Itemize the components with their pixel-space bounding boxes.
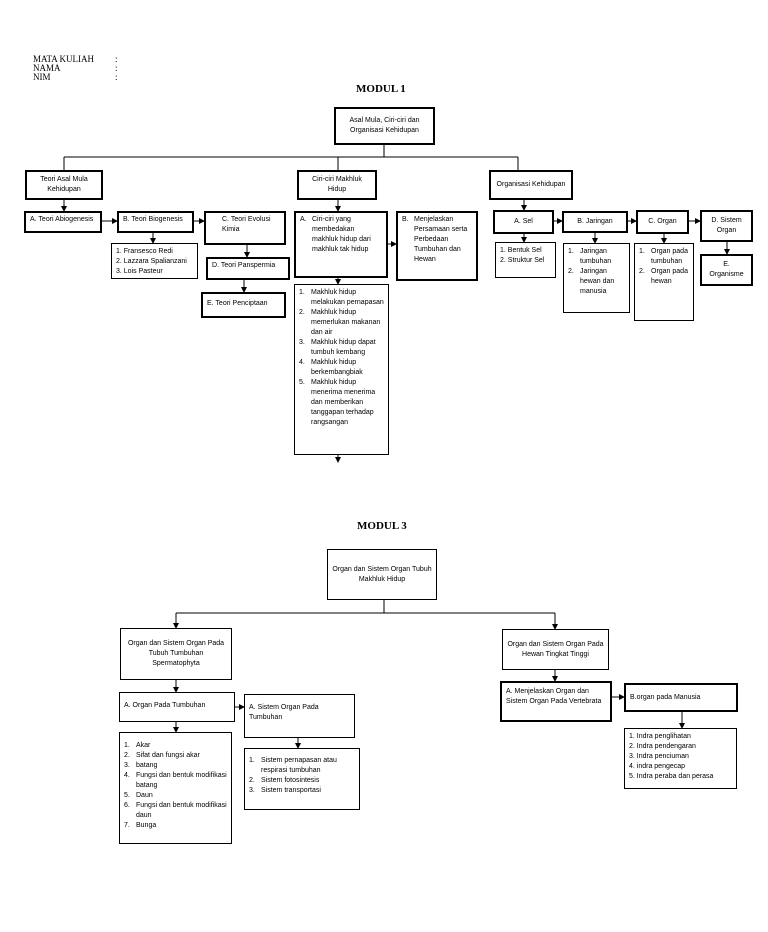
branch-teori-asal-mula: Teori Asal Mula Kehidupan — [25, 170, 103, 200]
organ-list: 1.Organ pada tumbuhan 2.Organ pada hewan — [634, 243, 694, 321]
header-mata-kuliah: MATA KULIAH: — [33, 54, 118, 64]
list-item: 4.Fungsi dan bentuk modifikasi batang — [124, 772, 227, 789]
box-organ-tumbuhan: A. Organ Pada Tumbuhan — [119, 692, 235, 722]
list-item: 2. Struktur Sel — [500, 257, 545, 264]
box-biogenesis: B. Teori Biogenesis — [117, 211, 194, 233]
list-item: 2. Lazzara Spalianzani — [116, 258, 187, 265]
list-item: 1.Jaringan tumbuhan — [568, 248, 612, 265]
box-evolusi-kimia: C. Teori Evolusi Kimia — [204, 211, 286, 245]
list-item: 1.Makhluk hidup melakukan pernapasan — [299, 289, 384, 306]
list-item: 4. indra pengecap — [629, 763, 686, 770]
list-item: 4.Makhluk hidup berkembangbiak — [299, 359, 363, 376]
sistem-tumbuhan-list: 1.Sistem pernapasan atau respirasi tumbu… — [244, 748, 360, 810]
box-ciri-a: A.Ciri-ciri yang membedakan makhluk hidu… — [294, 211, 388, 278]
modul3-root: Organ dan Sistem Organ Tubuh Makhluk Hid… — [327, 549, 437, 600]
list-item: 2.Makhluk hidup memerlukan makanan dan a… — [299, 309, 381, 336]
box-jaringan: B. Jaringan — [562, 211, 628, 233]
box-penciptaan: E. Teori Penciptaan — [201, 292, 286, 318]
list-item: 2.Jaringan hewan dan manusia — [568, 268, 615, 295]
list-item: 1. Fransesco Redi — [116, 248, 173, 255]
box-vertebrata: A. Menjelaskan Organ dan Sistem Organ Pa… — [500, 681, 612, 722]
list-item: 3.batang — [124, 762, 158, 769]
jaringan-list: 1.Jaringan tumbuhan 2.Jaringan hewan dan… — [563, 243, 630, 313]
branch-ciri-ciri: Ciri-ciri Makhluk Hidup — [297, 170, 377, 200]
box-ciri-b: B.Menjelaskan Persamaan serta Perbedaan … — [396, 211, 478, 281]
modul1-title: MODUL 1 — [356, 83, 406, 95]
list-item: 2. Indra pendengaran — [629, 743, 696, 750]
header-nim: NIM: — [33, 72, 118, 82]
list-item: 1. Bentuk Sel — [500, 247, 542, 254]
list-item: 1.Akar — [124, 742, 151, 749]
modul3-title: MODUL 3 — [357, 520, 407, 532]
list-item: 5. Indra peraba dan perasa — [629, 773, 714, 780]
box-sistem-organ: D. Sistem Organ — [700, 210, 753, 242]
box-organ: C. Organ — [636, 210, 689, 234]
list-item: 6.Fungsi dan bentuk modifikasi daun — [124, 802, 227, 819]
list-item: 2.Sifat dan fungsi akar — [124, 752, 200, 759]
box-organisme: E. Organisme — [700, 254, 753, 286]
organ-tumbuhan-list: 1.Akar 2.Sifat dan fungsi akar 3.batang … — [119, 732, 232, 844]
biogenesis-list: 1. Fransesco Redi 2. Lazzara Spalianzani… — [111, 243, 198, 279]
header-nama: NAMA: — [33, 63, 118, 73]
list-item: 7.Bunga — [124, 822, 157, 829]
modul1-root: Asal Mula, Ciri-ciri dan Organisasi Kehi… — [334, 107, 435, 145]
list-item: 2.Organ pada hewan — [639, 268, 688, 285]
sel-list: 1. Bentuk Sel 2. Struktur Sel — [495, 242, 556, 278]
box-sel: A. Sel — [493, 210, 554, 234]
manusia-list: 1. Indra penglihatan 2. Indra pendengara… — [624, 728, 737, 789]
header-label: MATA KULIAH — [33, 54, 95, 64]
ciri-list: 1.Makhluk hidup melakukan pernapasan 2.M… — [294, 284, 389, 455]
list-item: 1.Organ pada tumbuhan — [639, 248, 688, 265]
header-label: NIM — [33, 72, 51, 82]
box-hewan-tingkat-tinggi: Organ dan Sistem Organ Pada Hewan Tingka… — [502, 629, 609, 670]
list-item: 3. Indra penciuman — [629, 753, 689, 760]
box-tumbuhan-spermatophyta: Organ dan Sistem Organ Pada Tubuh Tumbuh… — [120, 628, 232, 680]
list-item: 2.Sistem fotosintesis — [249, 777, 320, 784]
box-abiogenesis: A. Teori Abiogenesis — [24, 211, 102, 233]
branch-organisasi: Organisasi Kehidupan — [489, 170, 573, 200]
list-item: 5.Daun — [124, 792, 153, 799]
list-item: 3.Sistem transportasi — [249, 787, 321, 794]
box-sistem-organ-tumbuhan: A. Sistem Organ Pada Tumbuhan — [244, 694, 355, 738]
box-organ-manusia: B.organ pada Manusia — [624, 683, 738, 712]
list-item: 1. Indra penglihatan — [629, 733, 691, 740]
list-item: 3. Lois Pasteur — [116, 268, 163, 275]
header-label: NAMA — [33, 63, 61, 73]
list-item: 3.Makhluk hidup dapat tumbuh kembang — [299, 339, 376, 356]
list-item: 1.Sistem pernapasan atau respirasi tumbu… — [249, 757, 337, 774]
box-panspermia: D. Teori Panspermia — [206, 257, 290, 280]
list-item: 5.Makhluk hidup menerima menerima dan me… — [299, 379, 376, 426]
